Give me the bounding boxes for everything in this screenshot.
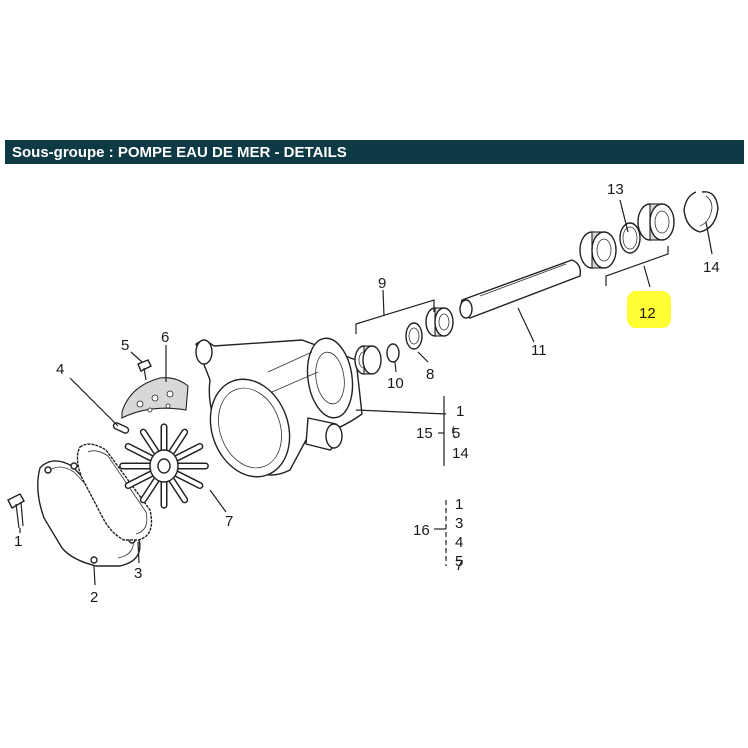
impeller-blade-fill — [126, 444, 156, 462]
impeller-blade-fill — [126, 470, 156, 488]
callout-3: 3 — [134, 565, 142, 582]
impeller-blade-fill — [141, 475, 161, 502]
header-title: Sous-groupe : POMPE EAU DE MER - DETAILS — [12, 143, 347, 161]
group-16-item-2: 3 — [455, 515, 463, 532]
group-16-item-1: 1 — [455, 496, 463, 513]
part-cam-plate — [121, 377, 189, 419]
group-16-label: 16 — [413, 522, 430, 539]
impeller-blade-fill — [167, 430, 187, 457]
callout-10: 10 — [387, 375, 404, 392]
leader-lines — [19, 199, 713, 586]
callout-1: 1 — [14, 533, 22, 550]
callout-12: 12 — [639, 305, 656, 322]
part-snap-ring — [683, 191, 719, 233]
part-impeller — [119, 423, 209, 509]
group-15-label: 15 — [416, 425, 433, 442]
part-o-ring — [386, 343, 400, 363]
callout-7: 7 — [225, 513, 233, 530]
part-small-screw — [137, 359, 152, 381]
part-shaft — [459, 259, 582, 319]
group-15-item-2: 5 — [452, 425, 460, 442]
callout-4: 4 — [56, 361, 64, 378]
callout-8: 8 — [426, 366, 434, 383]
callout-11: 11 — [531, 342, 547, 359]
part-seal — [405, 322, 423, 350]
impeller-blade-fill — [167, 475, 187, 502]
impeller-blade-fill — [172, 470, 202, 488]
callout-13: 13 — [607, 181, 624, 198]
part-bearing-12a — [579, 231, 617, 269]
group-16-item-4: 5 — [455, 553, 463, 570]
group-16-item-3: 4 — [455, 534, 463, 551]
group-15-item-1: 1 — [456, 403, 464, 420]
group-15-item-3: 14 — [452, 445, 469, 462]
impeller-blade-fill — [172, 444, 202, 462]
callout-9: 9 — [378, 275, 386, 292]
part-spacer — [619, 222, 641, 254]
group-16-item-5: 7 — [455, 557, 463, 574]
part-screw — [7, 493, 25, 529]
highlight-marker — [627, 291, 671, 328]
impeller-blade-fill — [141, 430, 161, 457]
part-bearing-left — [354, 345, 382, 375]
header-bar: Sous-groupe : POMPE EAU DE MER - DETAILS — [5, 140, 744, 164]
part-pump-body — [195, 337, 363, 478]
callout-5: 5 — [121, 337, 129, 354]
part-bearing-right — [425, 307, 454, 337]
callout-6: 6 — [161, 329, 169, 346]
callout-14: 14 — [703, 259, 720, 276]
callout-2: 2 — [90, 589, 98, 606]
part-bearing-12b — [637, 203, 675, 241]
